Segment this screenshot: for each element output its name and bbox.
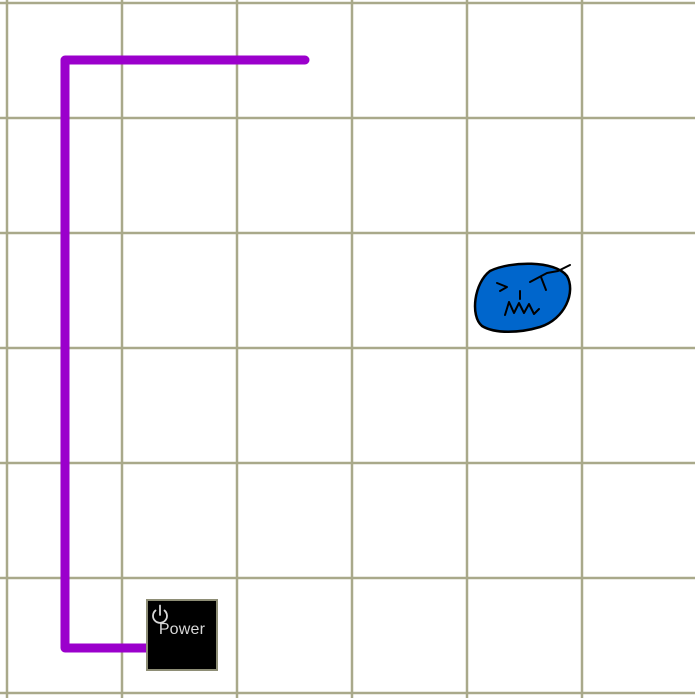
power-button[interactable]: Power xyxy=(146,599,218,671)
wire-path xyxy=(65,60,305,648)
blob-body xyxy=(475,264,570,332)
power-icon xyxy=(148,603,172,627)
angry-blob-enemy[interactable] xyxy=(475,264,570,332)
